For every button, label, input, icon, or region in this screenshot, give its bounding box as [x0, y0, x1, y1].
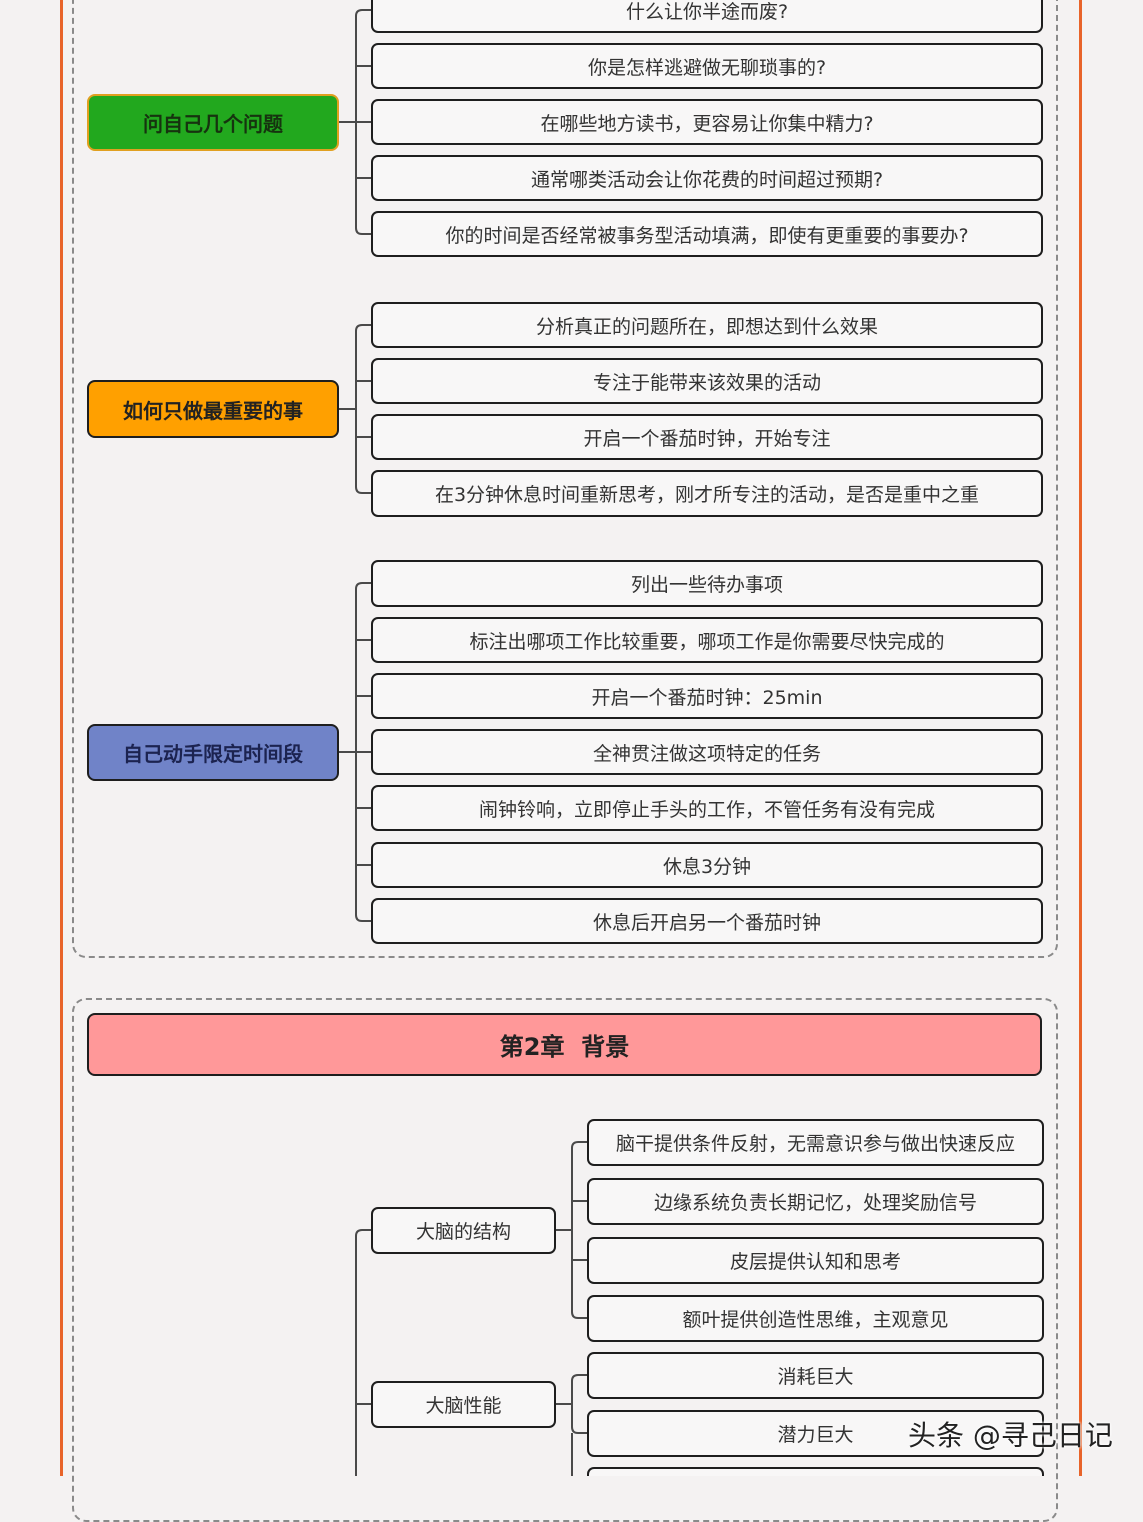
branch-label: 自己动手限定时间段: [123, 742, 303, 766]
leaf-text: 什么让你半途而废?: [625, 1, 789, 23]
sub-topic-node: 大脑的结构: [371, 1207, 556, 1254]
branch-do-most-important: 如何只做最重要的事: [87, 380, 339, 438]
branch-timebox: 自己动手限定时间段: [87, 724, 339, 781]
sub-topic-text: 大脑的结构: [415, 1221, 511, 1243]
leaf-node: 消耗巨大: [587, 1352, 1044, 1399]
leaf-text: 全神贯注做这项特定的任务: [592, 742, 821, 765]
leaf-node: 额叶提供创造性思维，主观意见: [587, 1295, 1044, 1342]
chapter1-group-box: [72, 0, 1058, 958]
leaf-node: 潜力巨大: [587, 1410, 1044, 1457]
leaf-node: 皮层提供认知和思考: [587, 1237, 1044, 1284]
leaf-node: 你的时间是否经常被事务型活动填满，即使有更重要的事要办?: [371, 211, 1043, 257]
leaf-node: 开启一个番茄时钟：25min: [371, 673, 1043, 719]
leaf-text: 在哪些地方读书，更容易让你集中精力?: [540, 112, 874, 135]
leaf-node: 列出一些待办事项: [371, 560, 1043, 607]
leaf-node: 在3分钟休息时间重新思考，刚才所专注的活动，是否是重中之重: [371, 470, 1043, 517]
leaf-text: 额叶提供创造性思维，主观意见: [682, 1309, 949, 1331]
leaf-text: 在3分钟休息时间重新思考，刚才所专注的活动，是否是重中之重: [434, 484, 980, 506]
leaf-node: 脑干提供条件反射，无需意识参与做出快速反应: [587, 1119, 1044, 1166]
leaf-node: 开启一个番茄时钟，开始专注: [371, 414, 1043, 460]
leaf-text: 标注出哪项工作比较重要，哪项工作是你需要尽快完成的: [469, 630, 945, 653]
sub-topic-text: 大脑性能: [425, 1395, 502, 1417]
branch-label: 问自己几个问题: [143, 112, 283, 136]
chapter-title-text: 第2章 背景: [499, 1033, 630, 1061]
leaf-text: 列出一些待办事项: [630, 574, 783, 596]
leaf-text: 开启一个番茄时钟：25min: [591, 686, 823, 709]
leaf-node: 休息3分钟: [371, 842, 1043, 888]
branch-ask-yourself: 问自己几个问题: [87, 94, 339, 151]
leaf-text: 专注于能带来该效果的活动: [592, 371, 821, 394]
leaf-text: 消耗巨大: [777, 1366, 854, 1388]
leaf-node: 通常哪类活动会让你花费的时间超过预期?: [371, 155, 1043, 201]
frame-left-line: [60, 0, 63, 1476]
watermark: 头条 @寻己日记: [908, 1419, 1113, 1452]
leaf-node: 边缘系统负责长期记忆，处理奖励信号: [587, 1178, 1044, 1225]
leaf-node-partial: [587, 1467, 1044, 1476]
leaf-text: 潜力巨大: [777, 1424, 854, 1446]
frame-right-line: [1079, 0, 1082, 1476]
leaf-text: 分析真正的问题所在，即想达到什么效果: [535, 315, 878, 338]
leaf-text: 闹钟铃响，立即停止手头的工作，不管任务有没有完成: [478, 798, 935, 821]
leaf-node: 你是怎样逃避做无聊琐事的?: [371, 43, 1043, 89]
leaf-node: 在哪些地方读书，更容易让你集中精力?: [371, 99, 1043, 145]
leaf-node: 分析真正的问题所在，即想达到什么效果: [371, 302, 1043, 348]
leaf-text: 休息后开启另一个番茄时钟: [592, 911, 821, 934]
leaf-node: 闹钟铃响，立即停止手头的工作，不管任务有没有完成: [371, 785, 1043, 831]
leaf-text: 开启一个番茄时钟，开始专注: [583, 427, 831, 450]
connector-lines: [339, 9, 588, 1476]
leaf-node: 休息后开启另一个番茄时钟: [371, 898, 1043, 944]
leaf-text: 边缘系统负责长期记忆，处理奖励信号: [653, 1192, 977, 1214]
sub-topic-node: 大脑性能: [371, 1381, 556, 1428]
leaf-text: 休息3分钟: [662, 855, 752, 878]
chapter-title: 第2章 背景: [87, 1013, 1042, 1076]
leaf-node: 全神贯注做这项特定的任务: [371, 729, 1043, 775]
leaf-text: 脑干提供条件反射，无需意识参与做出快速反应: [615, 1133, 1015, 1155]
leaf-node: 什么让你半途而废?: [371, 0, 1043, 33]
branch-label: 如何只做最重要的事: [123, 398, 303, 423]
leaf-text: 通常哪类活动会让你花费的时间超过预期?: [530, 168, 884, 191]
leaf-node: 专注于能带来该效果的活动: [371, 358, 1043, 404]
leaf-node: 标注出哪项工作比较重要，哪项工作是你需要尽快完成的: [371, 617, 1043, 663]
leaf-text: 皮层提供认知和思考: [729, 1251, 901, 1273]
leaf-text: 你是怎样逃避做无聊琐事的?: [587, 56, 827, 79]
leaf-text: 你的时间是否经常被事务型活动填满，即使有更重要的事要办?: [445, 224, 969, 247]
